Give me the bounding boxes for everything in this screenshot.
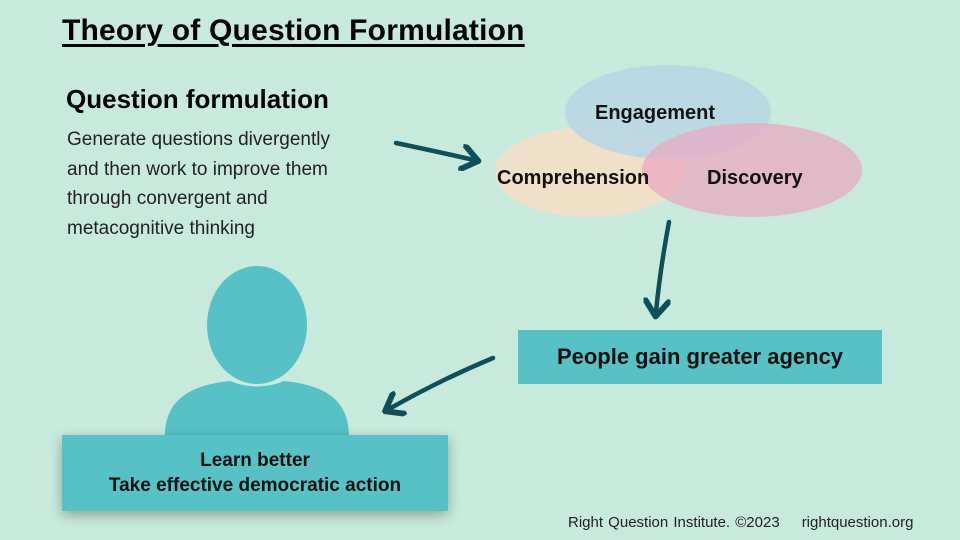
- arrow-to-person: [389, 355, 496, 409]
- engagement-label: Engagement: [595, 102, 716, 124]
- arrow-to-venn: [393, 140, 474, 160]
- description-line: metacognitive thinking: [67, 217, 255, 239]
- outcome-learn: Learn better: [200, 450, 310, 471]
- footer-url: rightquestion.org: [801, 514, 914, 531]
- arrow-to-agency: [656, 219, 672, 312]
- description-line: through convergent and: [67, 188, 268, 209]
- agency-box: People gain greater agency: [518, 330, 882, 384]
- agency-text: People gain greater agency: [556, 344, 844, 369]
- outcome-democratic-action: Take effective democratic action: [108, 475, 402, 496]
- person-head: [207, 266, 307, 384]
- person-shoulders: [165, 381, 349, 436]
- question-formulation-heading: Question formulation: [66, 84, 329, 114]
- page-title: Theory of Question Formulation: [62, 14, 525, 47]
- outcomes-box: Learn better Take effective democratic a…: [62, 435, 448, 511]
- footer-credit: Right Question Institute. ©2023: [568, 514, 780, 531]
- description-line: and then work to improve them: [67, 158, 328, 180]
- discovery-label: Discovery: [707, 167, 803, 189]
- discovery-circle: [642, 123, 862, 217]
- footer: Right Question Institute. ©2023 rightques…: [568, 514, 913, 531]
- question-formulation-description: Generate questions divergently and then …: [67, 125, 397, 243]
- comprehension-label: Comprehension: [497, 167, 650, 189]
- description-line: Generate questions divergently: [67, 129, 330, 150]
